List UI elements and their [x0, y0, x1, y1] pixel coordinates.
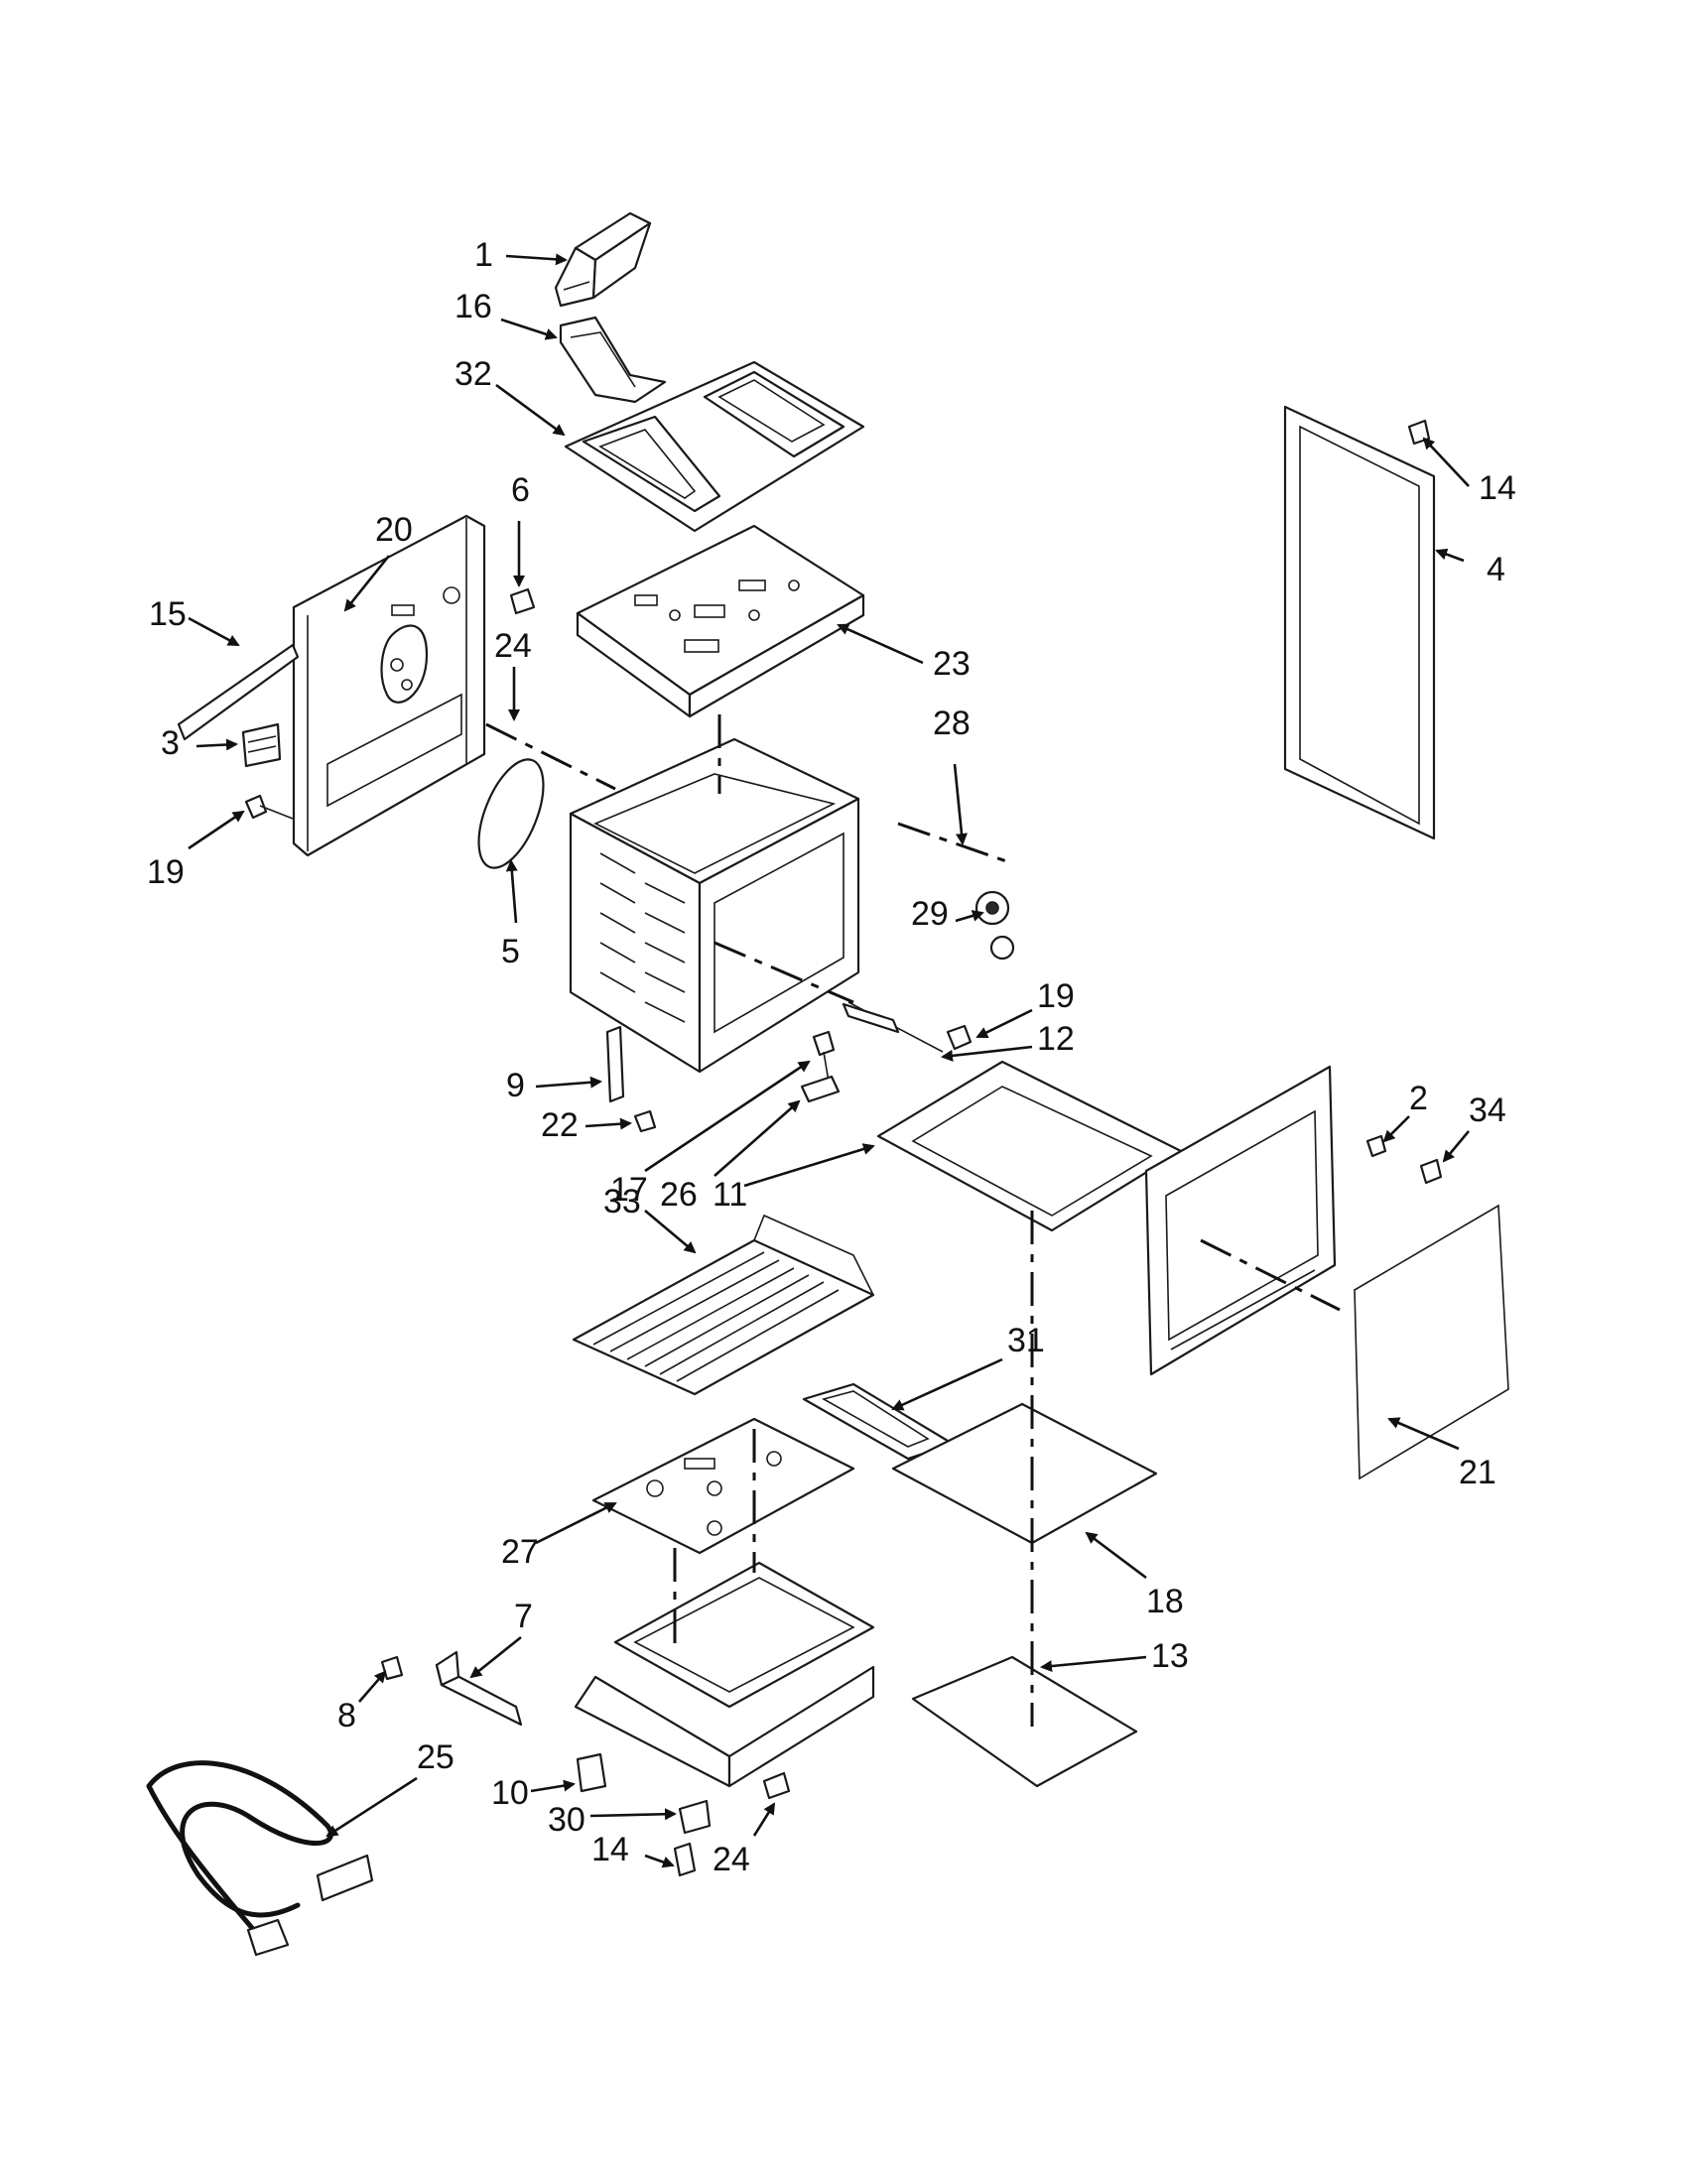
callout-24-bottom: 24 [713, 1841, 750, 1878]
callout-4: 4 [1487, 551, 1505, 588]
callout-14-bottom: 14 [591, 1831, 629, 1868]
part-11-oven-bottom-frame[interactable] [876, 1060, 1183, 1232]
part-4-door-frame[interactable] [1283, 405, 1436, 840]
part-12-sensor-probe[interactable] [842, 1001, 944, 1053]
callout-24-top: 24 [494, 627, 532, 665]
callout-25: 25 [417, 1738, 454, 1776]
callout-16: 16 [454, 288, 492, 325]
part-6-plug[interactable] [509, 587, 536, 615]
part-25-power-cord[interactable] [146, 1760, 374, 1957]
leader-arrows [188, 253, 1470, 1868]
part-28-thermostat[interactable] [974, 890, 1010, 926]
callout-15: 15 [149, 595, 187, 633]
part-32-top-panel[interactable] [564, 360, 865, 533]
part-7-cord-bracket[interactable] [435, 1650, 523, 1727]
part-24-clip-bottom[interactable] [762, 1771, 791, 1800]
part-10-leveling-leg[interactable] [576, 1752, 607, 1793]
callout-34: 34 [1469, 1092, 1506, 1129]
part-17-screw[interactable] [812, 1030, 836, 1083]
callout-8: 8 [337, 1697, 356, 1734]
part-18-insulation-sheet[interactable] [891, 1402, 1158, 1545]
part-5-insulation-disc[interactable] [465, 750, 557, 876]
part-23-oven-top-plate[interactable] [576, 524, 865, 718]
callout-18: 18 [1146, 1583, 1184, 1620]
part-34-screw[interactable] [1419, 1158, 1443, 1185]
part-26-clip[interactable] [800, 1075, 841, 1103]
part-15-rear-bracket[interactable] [177, 643, 300, 741]
callout-14-top: 14 [1479, 469, 1516, 507]
callout-28: 28 [933, 705, 971, 742]
part-33-oven-rack[interactable] [572, 1214, 875, 1396]
callout-6: 6 [511, 471, 530, 509]
part-21-door-gasket[interactable] [1354, 1204, 1509, 1480]
callout-7: 7 [514, 1598, 533, 1635]
callout-19-left: 19 [147, 853, 185, 891]
part-22-screw[interactable] [633, 1109, 657, 1133]
part-29-knob[interactable] [989, 935, 1015, 961]
callout-33: 33 [603, 1183, 641, 1220]
front-frame[interactable] [1144, 1065, 1337, 1376]
callout-19-right: 19 [1037, 977, 1075, 1015]
callout-1: 1 [474, 236, 493, 274]
part-9-bracket[interactable] [605, 1025, 625, 1103]
assembly-centerlines [485, 714, 1341, 1727]
part-1-vent-trim[interactable] [554, 211, 652, 308]
cavity-rack-slots [599, 852, 686, 1023]
callout-21: 21 [1459, 1454, 1496, 1491]
callout-26: 26 [660, 1176, 698, 1214]
callout-29: 29 [911, 895, 949, 933]
callout-23: 23 [933, 645, 971, 683]
callout-31: 31 [1007, 1322, 1045, 1359]
callout-30: 30 [548, 1801, 585, 1839]
callout-10: 10 [491, 1774, 529, 1812]
callout-11: 11 [713, 1176, 747, 1214]
callout-32: 32 [454, 355, 492, 393]
callout-2: 2 [1409, 1080, 1428, 1117]
part-19-screw-right[interactable] [946, 1024, 973, 1051]
oven-cavity[interactable] [569, 737, 860, 1074]
callout-5: 5 [501, 933, 520, 970]
callout-20: 20 [375, 511, 413, 549]
part-16-vent-duct[interactable] [559, 316, 667, 404]
callout-9: 9 [506, 1067, 525, 1104]
callout-27: 27 [501, 1533, 539, 1571]
part-2-spacer[interactable] [1365, 1134, 1387, 1158]
callout-3: 3 [161, 724, 180, 762]
part-19-screw-left[interactable] [244, 794, 294, 820]
part-31-bake-element-cover[interactable] [802, 1382, 955, 1461]
part-30-valve[interactable] [678, 1799, 712, 1835]
callout-22: 22 [541, 1106, 579, 1144]
callout-12: 12 [1037, 1020, 1075, 1058]
part-8-screw[interactable] [380, 1655, 404, 1681]
callout-17: 17 [610, 1171, 648, 1209]
part-13-drawer-pan[interactable] [911, 1655, 1138, 1788]
part-20-rear-panel[interactable] [292, 514, 486, 857]
callout-labels: 1 16 32 6 20 15 24 3 19 5 23 28 29 19 12… [147, 236, 1516, 1878]
callout-13: 13 [1151, 1637, 1189, 1675]
lower-burner-box[interactable] [574, 1561, 875, 1788]
part-14-screw-bottom[interactable] [673, 1842, 697, 1877]
rack-wires [592, 1251, 840, 1382]
part-27-burner-plate[interactable] [591, 1417, 855, 1555]
part-3-terminal-block[interactable] [241, 722, 282, 768]
